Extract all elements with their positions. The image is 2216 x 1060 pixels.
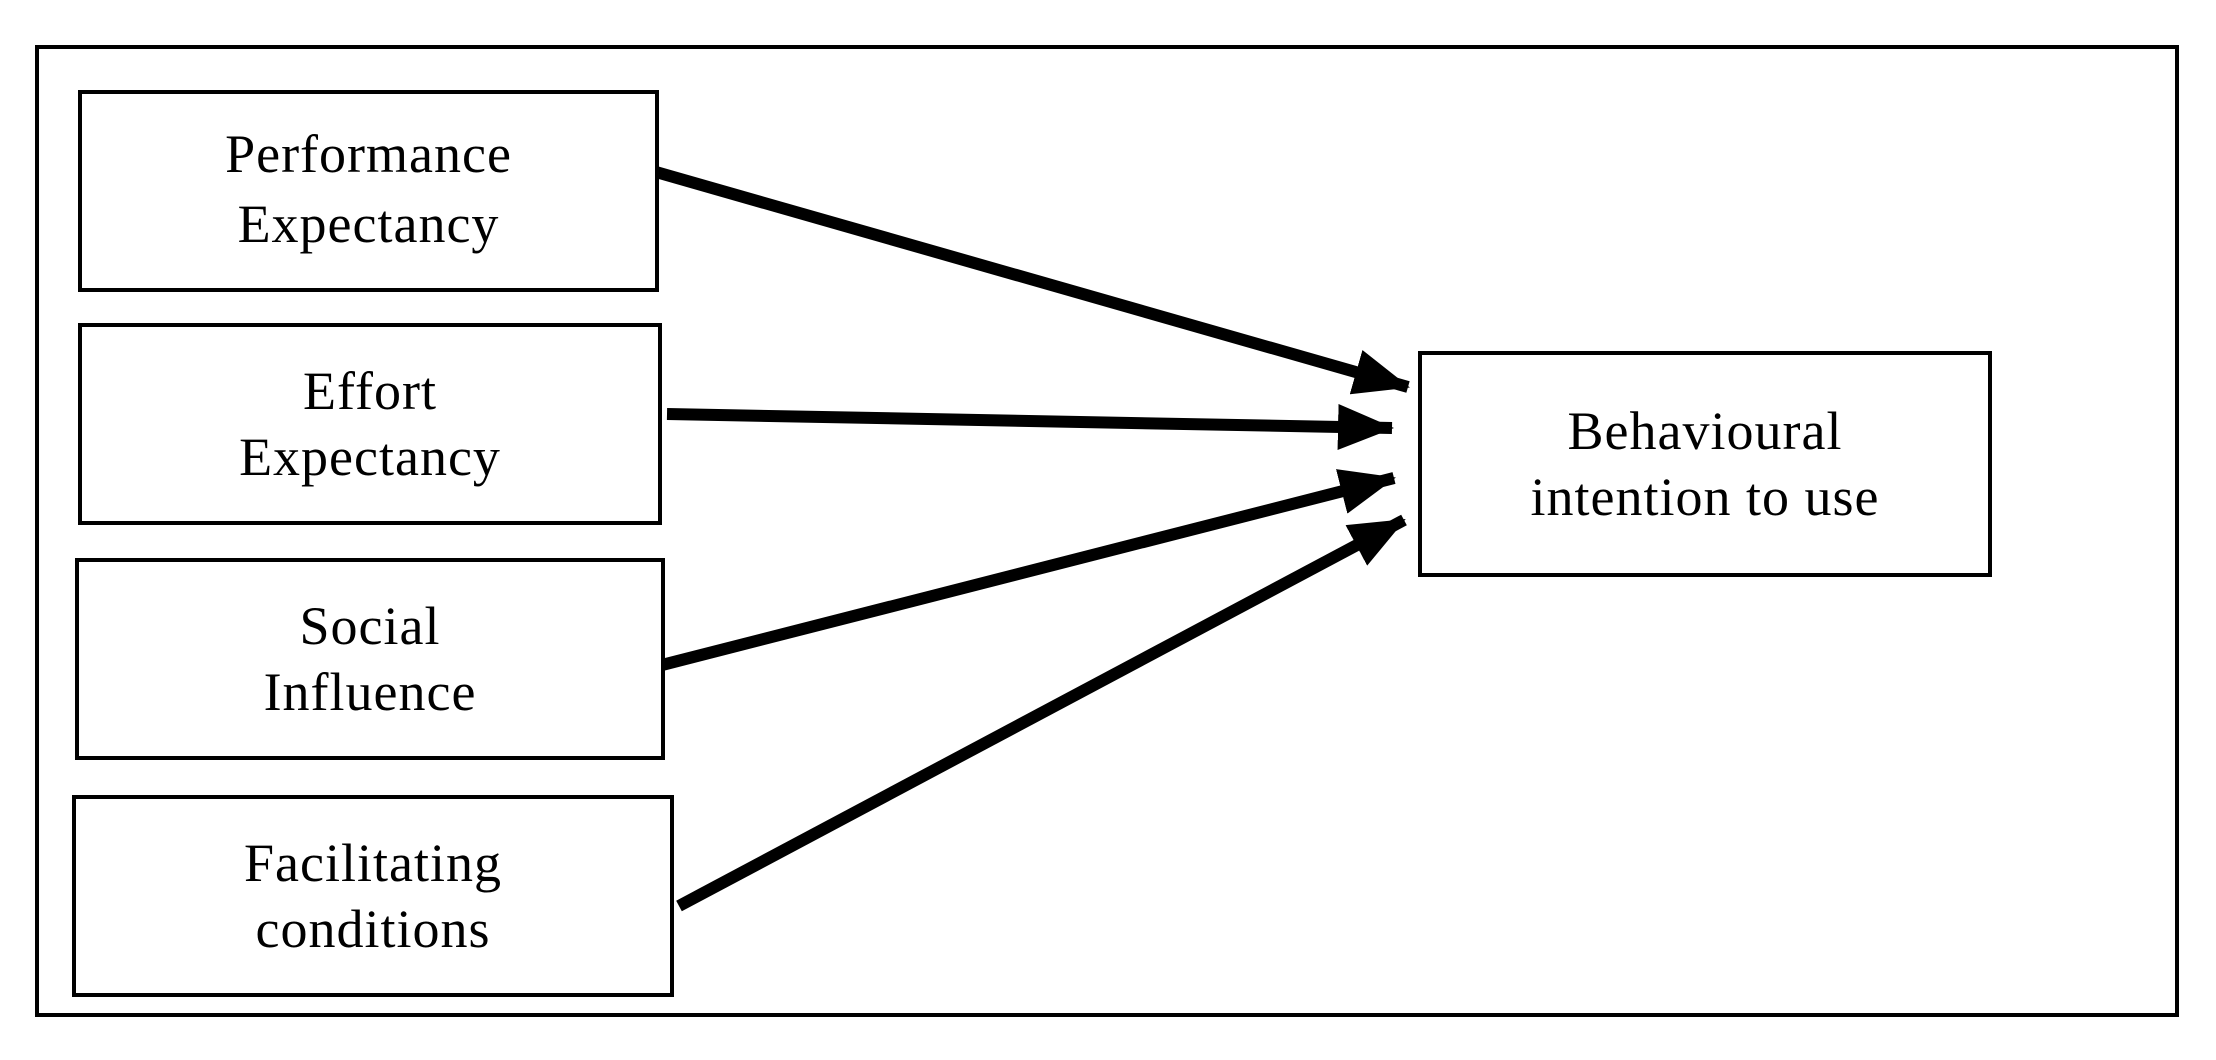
- arrow-performance-to-intention: [654, 166, 1410, 395]
- node-label-line: Influence: [263, 662, 477, 722]
- node-label-line: Expectancy: [239, 427, 501, 487]
- node-label-line: Expectancy: [237, 194, 500, 254]
- node-label-line: intention to use: [1530, 467, 1880, 527]
- arrow-effort-to-intention: [666, 403, 1394, 450]
- node-label-line: Behavioural: [1567, 401, 1843, 461]
- node-effort-expectancy: Effort Expectancy: [78, 323, 662, 525]
- diagram-frame: [35, 45, 2179, 1017]
- arrow-facilitating-to-intention: [676, 514, 1407, 912]
- node-label-line: Facilitating: [244, 833, 502, 893]
- node-label-line: conditions: [255, 899, 491, 959]
- node-label-line: Social: [299, 596, 441, 656]
- arrow-social-to-intention: [660, 469, 1396, 671]
- node-label-line: Effort: [303, 361, 437, 421]
- node-facilitating-conditions: Facilitating conditions: [72, 795, 674, 997]
- node-social-influence: Social Influence: [75, 558, 665, 760]
- node-label-line: Performance: [225, 124, 512, 184]
- node-behavioural-intention: Behavioural intention to use: [1418, 351, 1992, 577]
- node-performance-expectancy: Performance Expectancy: [78, 90, 659, 292]
